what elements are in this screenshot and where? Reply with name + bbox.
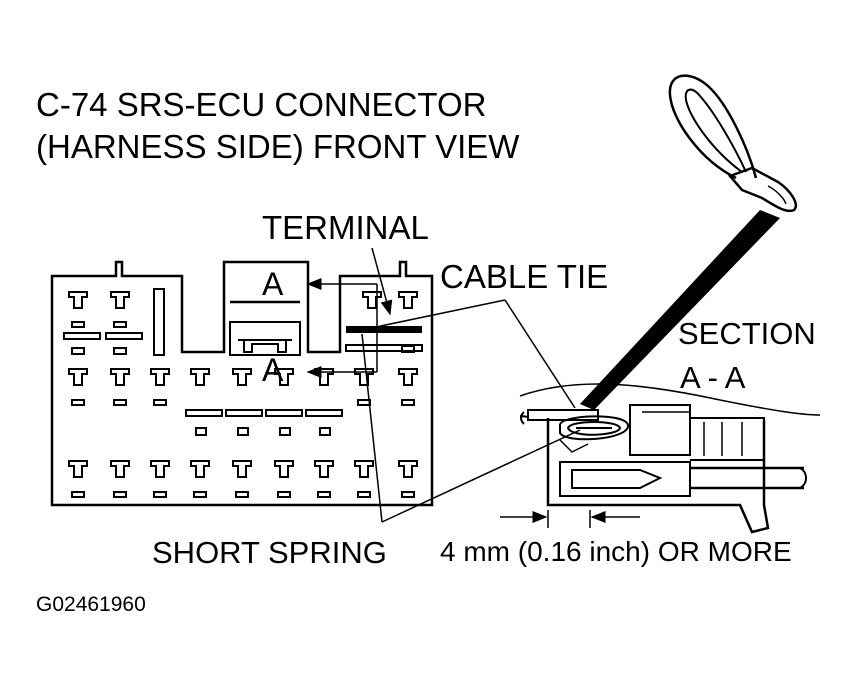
upper-right-pin-group	[345, 291, 423, 353]
spring-leader-1	[361, 333, 383, 523]
terminal-leader	[371, 247, 393, 316]
cable-tie-leader	[504, 299, 576, 409]
section-marker-top: A	[262, 266, 284, 302]
section-label-line-2: A - A	[680, 360, 746, 395]
terminal-label: TERMINAL	[262, 209, 429, 246]
cable-tie-icon	[580, 74, 797, 410]
bottom-pin-row	[68, 460, 418, 498]
section-label-line-1: SECTION	[678, 316, 816, 351]
section-marker-bottom: A	[262, 352, 284, 388]
short-spring-label: SHORT SPRING	[152, 535, 387, 570]
figure-code: G02461960	[36, 593, 146, 616]
title-line-2: (HARNESS SIDE) FRONT VIEW	[36, 128, 520, 165]
cable-tie-label: CABLE TIE	[440, 258, 609, 295]
middle-pin-row	[68, 368, 418, 436]
section-view	[519, 383, 821, 534]
dimension-marker	[500, 510, 640, 528]
connector-housing	[50, 260, 434, 507]
upper-pin-group	[63, 288, 165, 356]
title-line-1: C-74 SRS-ECU CONNECTOR	[36, 86, 487, 123]
terminal-section-leader	[351, 299, 506, 333]
center-key-section	[229, 300, 301, 356]
dimension-label: 4 mm (0.16 inch) OR MORE	[440, 536, 792, 567]
